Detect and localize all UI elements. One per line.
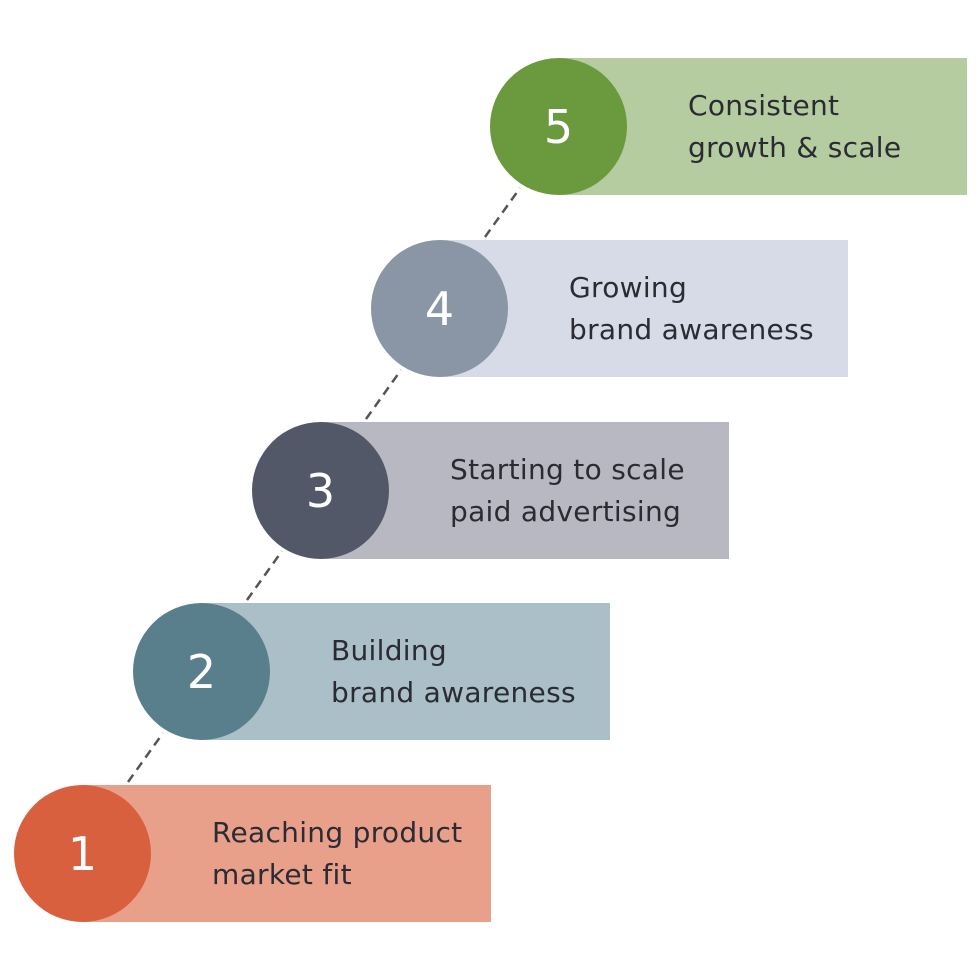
- connector-4-5: [483, 187, 522, 238]
- step-1-label-line1: Reaching product: [212, 815, 463, 849]
- step-1-number-badge: 1: [14, 785, 151, 922]
- step-4-label-line1: Growing: [569, 270, 688, 304]
- step-4-number-badge: 4: [371, 240, 508, 377]
- step-5-label-line2: growth & scale: [688, 130, 902, 164]
- step-2-label-line1: Building: [331, 633, 447, 667]
- step-3-number-badge: 3: [252, 422, 389, 559]
- step-2-number-badge: 2: [133, 603, 270, 740]
- step-1-label-line2: market fit: [212, 857, 352, 891]
- connector-3-4: [364, 369, 403, 420]
- step-5-label-line1: Consistent: [688, 88, 840, 122]
- step-4-label-line2: brand awareness: [569, 312, 814, 346]
- connector-1-2: [126, 732, 165, 783]
- step-5-number-badge: 5: [490, 58, 627, 195]
- step-3-label-line2: paid advertising: [450, 494, 682, 528]
- connector-2-3: [245, 550, 284, 601]
- step-3-label-line1: Starting to scale: [450, 452, 685, 486]
- step-2-label-line2: brand awareness: [331, 675, 576, 709]
